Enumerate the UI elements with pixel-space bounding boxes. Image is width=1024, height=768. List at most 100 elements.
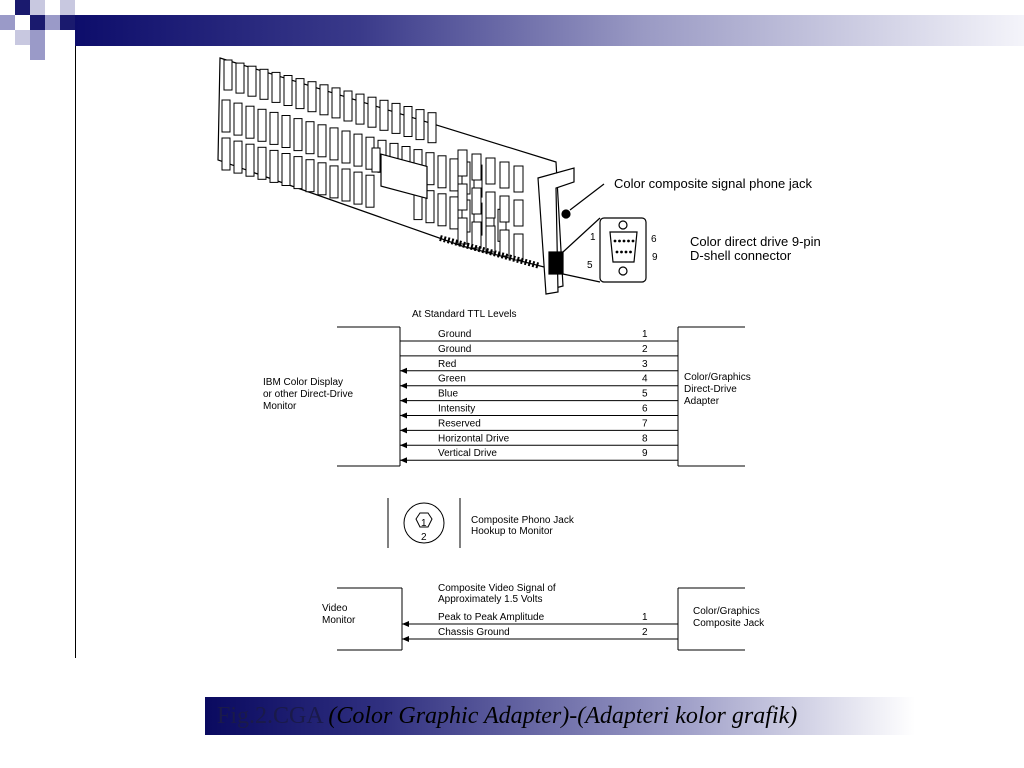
- chip: [353, 171, 363, 205]
- dshell-pin: [618, 239, 621, 243]
- signal-name: Red: [438, 359, 456, 370]
- figure-caption: Fig.2.CGA (Color Graphic Adapter)-(Adapt…: [205, 697, 915, 735]
- signal-name: Peak to Peak Amplitude: [438, 612, 545, 623]
- signal-arrow: [402, 636, 409, 642]
- chip: [379, 99, 389, 131]
- pin-number: 1: [642, 612, 648, 623]
- chip: [233, 102, 243, 136]
- chip: [271, 71, 281, 103]
- chip: [269, 149, 279, 183]
- ttl-left-label-1: IBM Color Display: [263, 377, 343, 388]
- phono-pin-2: 2: [421, 532, 427, 543]
- chip: [307, 81, 317, 113]
- chip: [281, 115, 291, 148]
- phono-jack-symbol: [387, 498, 461, 548]
- composite-header-2: Approximately 1.5 Volts: [438, 594, 543, 605]
- chip: [449, 158, 459, 192]
- decor-square: [45, 15, 60, 30]
- chip: [221, 137, 231, 171]
- pin-number: 2: [642, 344, 648, 355]
- chip: [367, 96, 377, 128]
- signal-arrow: [400, 382, 407, 389]
- signal-arrow: [400, 397, 407, 404]
- dshell-screw-top: [618, 220, 628, 230]
- dshell-pin: [620, 250, 623, 254]
- signal-arrow: [400, 442, 407, 449]
- pin-label-6: 6: [651, 234, 657, 245]
- chip: [457, 149, 468, 177]
- ttl-right-label-3: Adapter: [684, 396, 720, 407]
- chip: [415, 109, 425, 141]
- phono-label-1: Composite Phono Jack: [471, 515, 575, 526]
- dshell-label-line1: Color direct drive 9-pin: [690, 234, 821, 249]
- chip: [257, 146, 267, 180]
- decor-square: [60, 0, 75, 15]
- signal-arrow: [400, 457, 407, 464]
- decor-square: [30, 45, 45, 60]
- chip: [223, 59, 233, 91]
- decor-square: [15, 30, 30, 45]
- long-chip: [380, 153, 428, 200]
- signal-name: Ground: [438, 329, 471, 340]
- composite-right-label-2: Composite Jack: [693, 618, 765, 629]
- composite-left-label-2: Monitor: [322, 615, 356, 626]
- decor-square: [30, 0, 45, 15]
- decor-square: [60, 15, 75, 30]
- pin-number: 6: [642, 404, 648, 415]
- pin-number: 7: [642, 418, 648, 429]
- chip: [471, 221, 482, 249]
- signal-arrow: [402, 621, 409, 627]
- phono-label-2: Hookup to Monitor: [471, 526, 553, 537]
- chip: [403, 106, 413, 137]
- caption-text: (Color Graphic Adapter)-(Adapteri kolor …: [328, 703, 798, 729]
- ttl-title: At Standard TTL Levels: [412, 309, 517, 320]
- chip: [283, 75, 293, 106]
- composite-header-1: Composite Video Signal of: [438, 583, 556, 594]
- pin-label-9: 9: [652, 252, 658, 263]
- chip: [329, 165, 339, 199]
- chip: [353, 133, 363, 167]
- phono-pin-1: 1: [421, 518, 427, 529]
- caption-prefix: Fig.2.CGA: [217, 703, 329, 729]
- chip: [457, 217, 468, 245]
- signal-name: Vertical Drive: [438, 448, 497, 459]
- chip: [449, 196, 459, 230]
- chip: [257, 108, 267, 142]
- chip: [471, 153, 482, 181]
- signal-arrow: [400, 412, 407, 419]
- chip: [233, 140, 243, 174]
- chip: [245, 105, 255, 139]
- chip: [513, 199, 524, 227]
- chip: [341, 130, 351, 164]
- decor-square: [15, 0, 30, 15]
- chip: [221, 99, 231, 133]
- pin-number: 3: [642, 359, 648, 370]
- dshell-pins: [613, 239, 635, 254]
- chip: [485, 191, 496, 219]
- dshell-label-line2: D-shell connector: [690, 248, 792, 263]
- decor-square: [45, 0, 60, 15]
- adapter-card: [217, 57, 647, 295]
- dshell-pin: [624, 250, 628, 254]
- edge-connector: [439, 235, 541, 269]
- pin-label-1: 1: [590, 232, 596, 243]
- chip: [293, 118, 303, 152]
- chip: [485, 157, 496, 185]
- dsub-on-card: [548, 251, 564, 275]
- dshell-pin: [629, 250, 632, 254]
- chip: [329, 127, 339, 161]
- dshell-pin: [615, 250, 619, 254]
- chip: [245, 143, 255, 177]
- dshell-body: [609, 231, 638, 263]
- chip: [425, 190, 435, 224]
- chip: [485, 225, 496, 253]
- signal-name: Intensity: [438, 404, 475, 415]
- dshell-pin: [631, 239, 635, 243]
- chip: [317, 162, 327, 196]
- bracket: [537, 167, 575, 295]
- signal-name: Horizontal Drive: [438, 433, 510, 444]
- pin-number: 1: [642, 329, 648, 340]
